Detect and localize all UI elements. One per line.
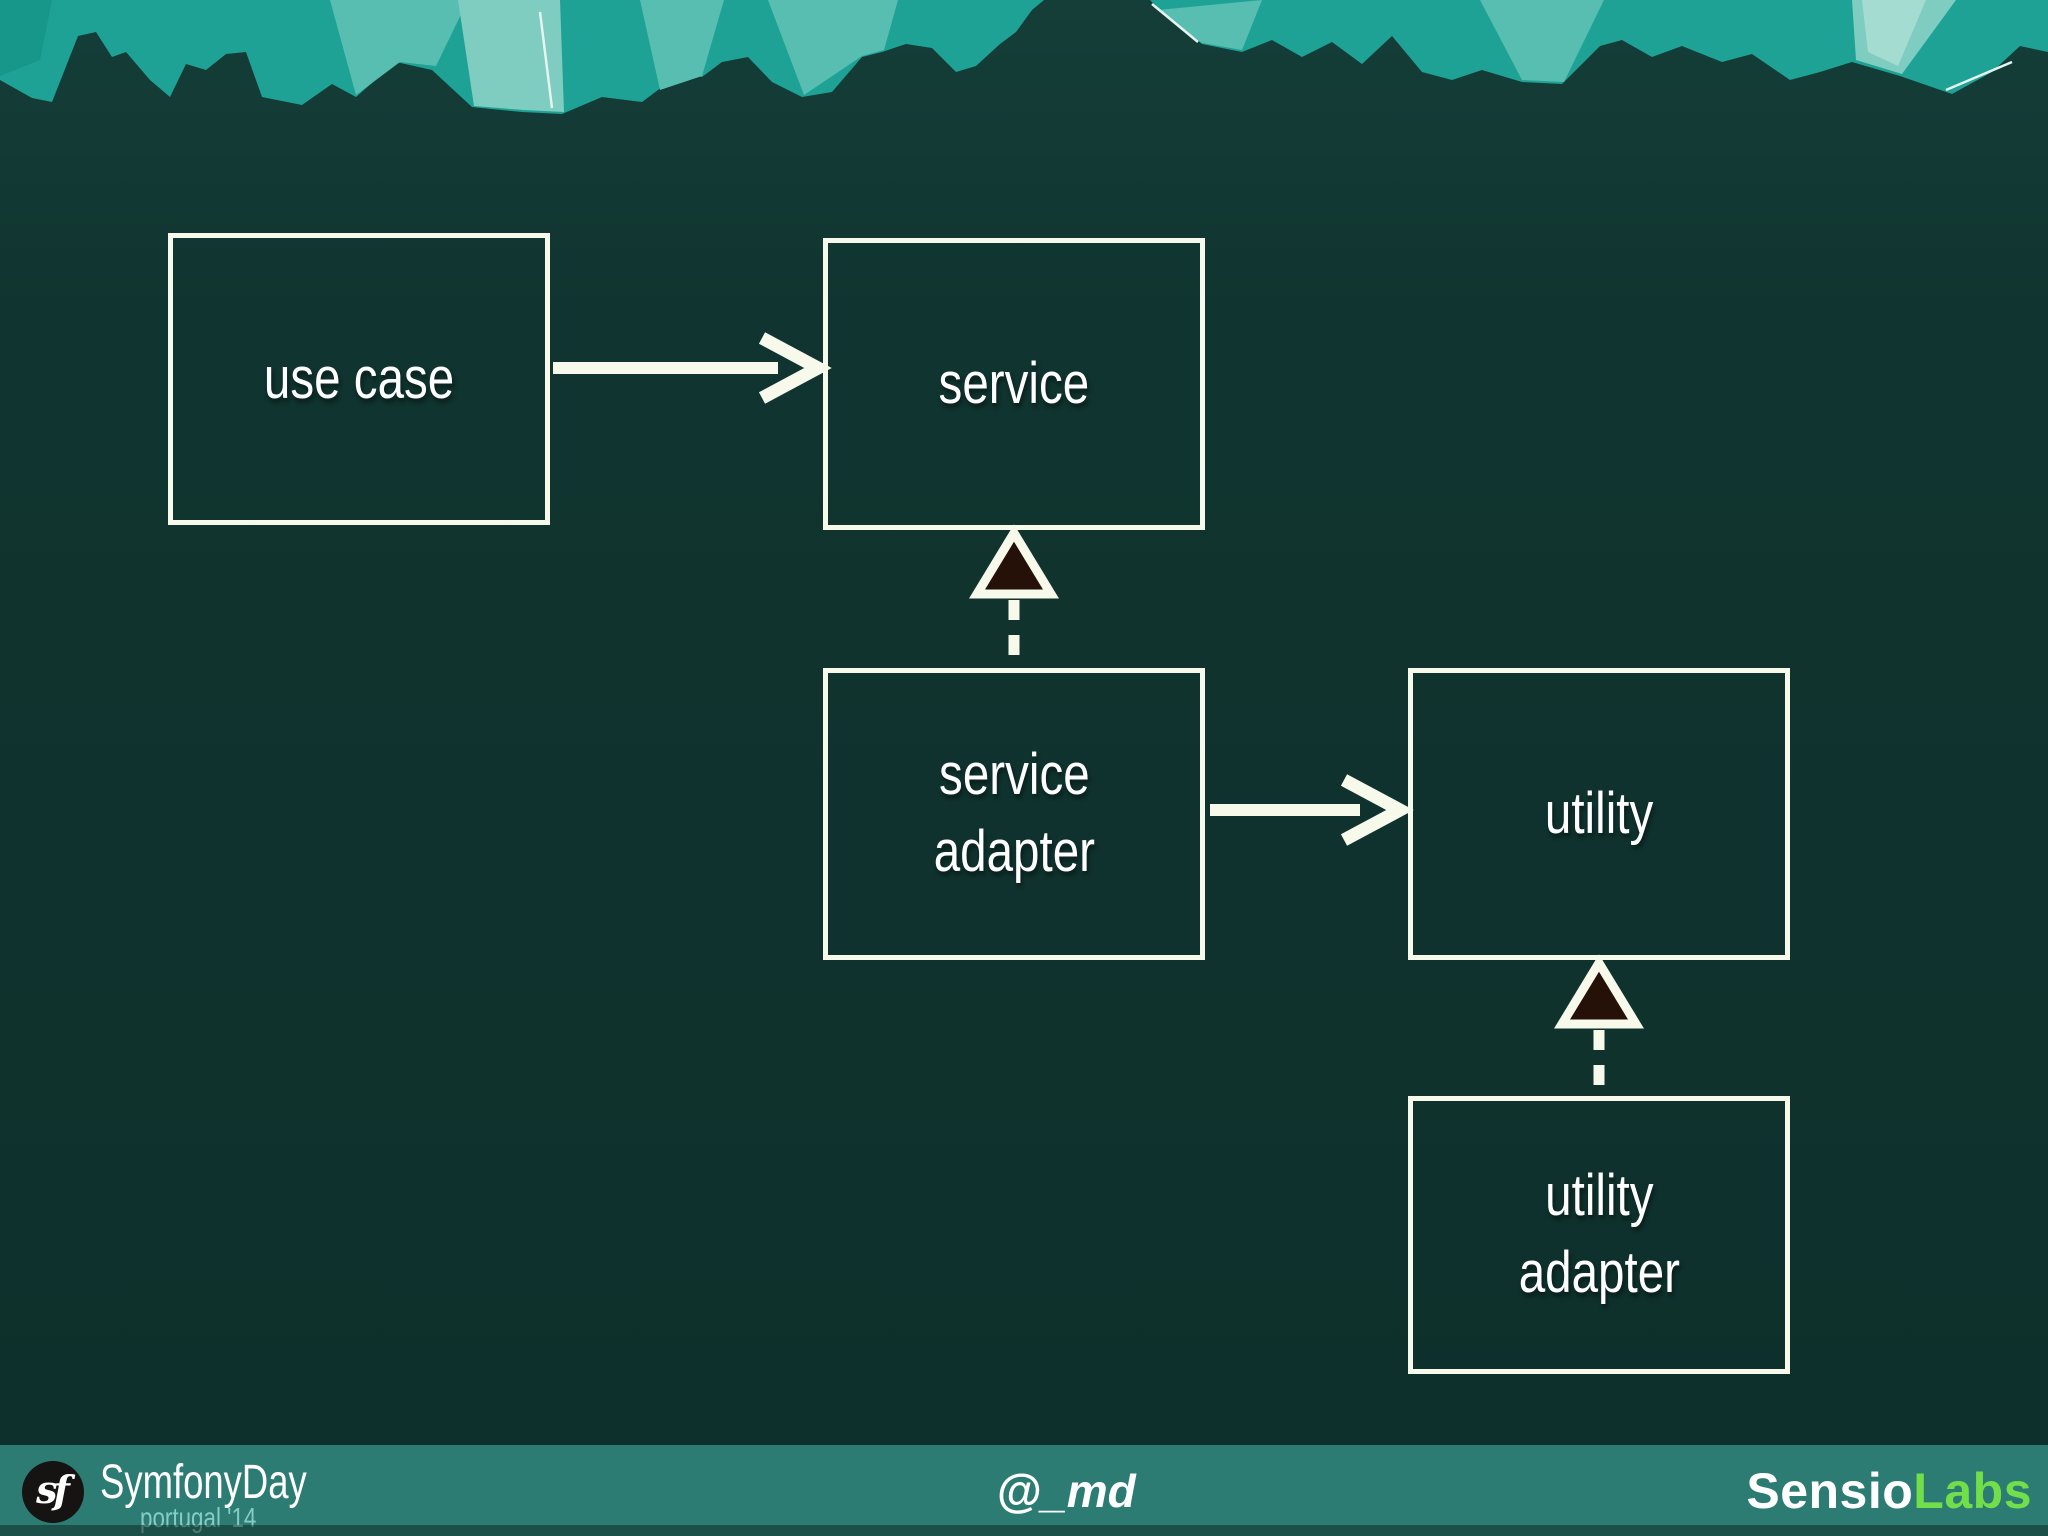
sensiolabs-brand: SensioLabs [1746, 1462, 2032, 1520]
node-label: service adapter [933, 737, 1094, 890]
torn-paper-edge [0, 0, 2048, 114]
inheritance-arrow-utility-adapter-to-utility [1554, 954, 1644, 1094]
node-label-line: service [938, 350, 1090, 416]
brand-sensio: Sensio [1746, 1463, 1914, 1519]
node-label-line: service [938, 742, 1090, 808]
sf-logo-glyph: sf [36, 1466, 70, 1512]
node-label-line: adapter [933, 819, 1095, 884]
speaker-handle: @_md [996, 1465, 1136, 1517]
arrow-use-case-to-service [553, 332, 832, 404]
node-service: service [823, 238, 1205, 530]
node-label: utility [1545, 776, 1653, 853]
node-label: utility adapter [1518, 1158, 1679, 1311]
node-utility-adapter: utility adapter [1408, 1096, 1790, 1374]
arrow-service-adapter-to-utility [1210, 774, 1414, 846]
node-use-case: use case [168, 233, 550, 525]
hollow-triangle-icon [1554, 954, 1644, 1029]
footer-bar: sf SymfonyDay portugal '14 @_md SensioLa… [0, 1445, 2048, 1536]
hollow-triangle-icon [969, 524, 1059, 599]
node-label: use case [264, 341, 454, 418]
symfony-sf-logo-icon: sf [22, 1461, 84, 1523]
node-service-adapter: service adapter [823, 668, 1205, 960]
node-label-line: utility [1544, 780, 1654, 846]
event-edition: portugal '14 [140, 1502, 257, 1533]
node-label-line: utility [1544, 1163, 1654, 1229]
inheritance-arrow-service-adapter-to-service [969, 524, 1059, 666]
node-utility: utility [1408, 668, 1790, 960]
brand-labs: Labs [1913, 1463, 2032, 1519]
node-label: service [939, 346, 1090, 423]
event-name: SymfonyDay [100, 1456, 307, 1509]
footer-bottom-shade [0, 1525, 2048, 1536]
node-label-line: adapter [1518, 1240, 1680, 1305]
node-label-line: use case [263, 345, 455, 411]
